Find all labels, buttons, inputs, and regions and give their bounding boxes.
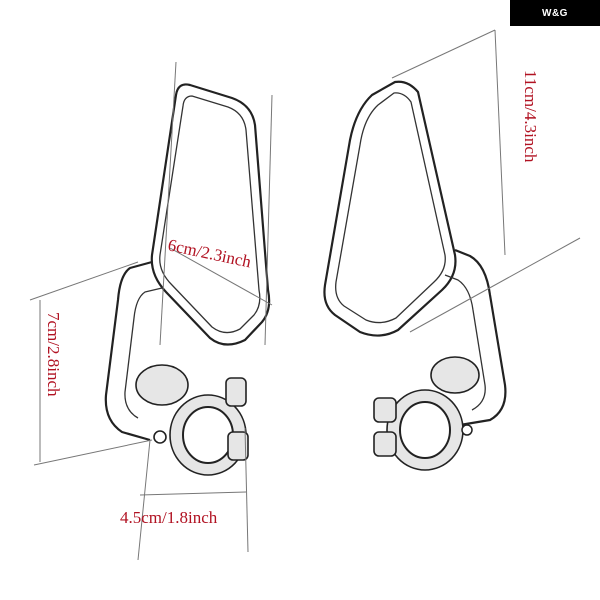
arm-length-dimension-label: 7cm/2.8inch [44,312,63,397]
right-mirror [323,80,507,427]
height-dimension-label: 11cm/4.3inch [521,70,540,163]
dimension-guides [29,29,581,561]
right-clamp [373,356,480,471]
left-mirror [104,83,271,442]
brand-logo: W&G [510,0,600,26]
clamp-width-dimension-label: 4.5cm/1.8inch [120,508,218,527]
brand-logo-text: W&G [542,7,568,19]
mirror-width-dimension-label: 6cm/2.3inch [166,235,253,271]
left-clamp [135,364,249,476]
